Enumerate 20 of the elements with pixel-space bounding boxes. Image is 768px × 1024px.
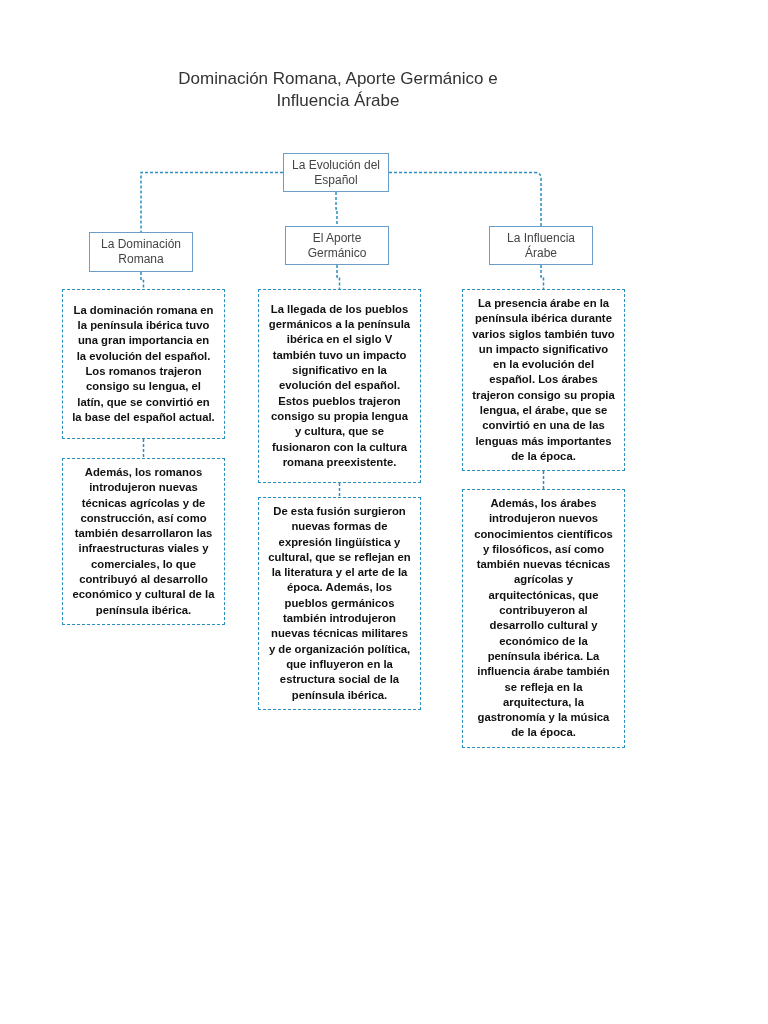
topic-box: La Evolución del Español [283,153,389,192]
connector-line [540,264,545,290]
topic-box: La Dominación Romana [89,232,193,272]
diagram-title: Dominación Romana, Aporte Germánico e Influencia Árabe [177,68,499,112]
connector-line [140,271,145,290]
connector-line [336,264,341,290]
text-box: La presencia árabe en la península ibérica durante varios siglos también tuvo un impacto significativo en la evolución del español. Los árabes trajeron consigo su propia lengua, el árabe, que se convirtió en una de las lenguas más importantes de la época. [462,289,625,472]
text-box: Además, los romanos introdujeron nuevas técnicas agrícolas y de construcción, así como también desarrollaron las infraestructuras viales y comerciales, lo que contribuyó al desarrollo económico y cultural de la península ibérica. [62,458,225,625]
text-box: La dominación romana en la península ibérica tuvo una gran importancia en la evolución del español. Los romanos trajeron consigo su lengua, el latín, que se convirtió en la base del español actual. [62,289,225,439]
connector-line [388,171,542,227]
text-box: De esta fusión surgieron nuevas formas de expresión lingüística y cultural, que se reflejan en la literatura y el arte de la época. Además, los pueblos germánicos también introdujeron nuevas técnicas militares y de organización política, que influyeron en la estructura social de la península ibérica. [258,497,421,710]
text-box: Además, los árabes introdujeron nuevos conocimientos científicos y filosóficos, así como también nuevas técnicas agrícolas y arquitectónicas, que contribuyeron al desarrollo cultural y económico de la península ibérica. La influencia árabe también se refleja en la arquitectura, la gastronomía y la música de la época. [462,489,625,748]
topic-box: El Aporte Germánico [285,226,389,265]
topic-box: La Influencia Árabe [489,226,593,265]
connector-line [335,191,338,227]
text-box: La llegada de los pueblos germánicos a la península ibérica en el siglo V también tuvo un impacto significativo en la evolución del español. Estos pueblos trajeron consigo su propia lengua y cultura, que se fusionaron con la cultura romana preexistente. [258,289,421,483]
connector-line [542,470,545,490]
connector-line [338,482,341,498]
connector-line [142,438,145,459]
connector-line [140,171,284,233]
